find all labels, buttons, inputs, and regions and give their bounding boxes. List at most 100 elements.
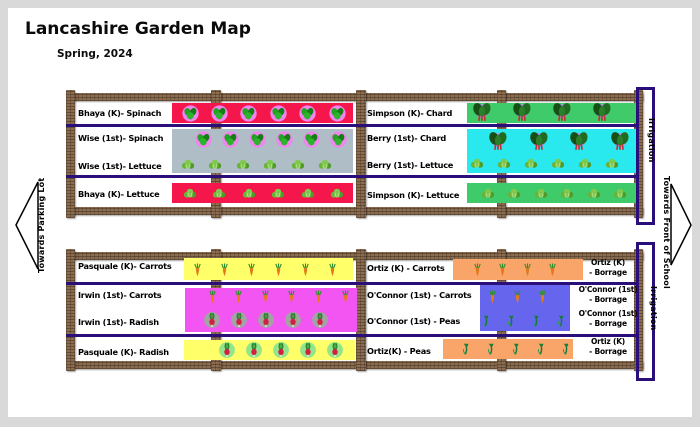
lettuce-icon xyxy=(318,157,332,171)
chard-icon xyxy=(471,101,493,123)
bed-label: Wise (1st)- Spinach xyxy=(78,133,164,143)
irrigation-label-top: Irrigation xyxy=(647,118,656,163)
chard-icon xyxy=(568,130,590,152)
radish-gray-icon xyxy=(230,311,248,329)
garden-post xyxy=(356,249,366,371)
pea-icon xyxy=(503,314,517,328)
bed-label: O'Connor (1st) - Peas xyxy=(367,316,461,326)
pea-icon xyxy=(558,342,572,356)
spinach-icon xyxy=(239,104,258,123)
lettuce-icon xyxy=(507,186,521,200)
irrigation-label-bottom: Irrigation xyxy=(649,286,658,331)
carrot-icon xyxy=(298,262,313,277)
map-subtitle: Spring, 2024 xyxy=(57,48,133,60)
bed-label: Irwin (1st)- Radish xyxy=(78,317,159,327)
spinach-icon xyxy=(302,130,321,149)
side-label-line: - Borrage xyxy=(589,347,627,356)
spinach-icon xyxy=(210,104,229,123)
lettuce-icon xyxy=(263,157,277,171)
garden-rail xyxy=(66,207,643,215)
towards-parking-lot-arrow-icon xyxy=(15,181,39,270)
radish-gray-icon xyxy=(257,311,275,329)
chard-icon xyxy=(609,130,631,152)
spinach-icon xyxy=(194,130,213,149)
radish-gray-icon xyxy=(203,311,221,329)
lettuce-icon xyxy=(534,186,548,200)
bed-label: Pasquale (K)- Radish xyxy=(78,347,169,357)
bed-label: Wise (1st)- Lettuce xyxy=(78,161,162,171)
bed-label: Simpson (K)- Lettuce xyxy=(367,190,460,200)
bed-label: Ortiz (K) - Carrots xyxy=(367,263,445,273)
radish-green-icon xyxy=(218,341,236,359)
side-label-line: - Borrage xyxy=(589,319,627,328)
garden-rail xyxy=(66,93,643,101)
garden-bed xyxy=(467,183,639,203)
bed-label: Ortiz(K) - Peas xyxy=(367,346,431,356)
carrot-icon xyxy=(545,262,560,277)
bed-label: Berry (1st)- Lettuce xyxy=(367,160,454,170)
radish-green-icon xyxy=(272,341,290,359)
lettuce-icon xyxy=(524,156,538,170)
carrot-icon xyxy=(485,289,500,304)
pea-icon xyxy=(528,314,542,328)
lettuce-icon xyxy=(271,186,285,200)
radish-green-icon xyxy=(326,341,344,359)
pea-icon xyxy=(553,314,567,328)
pea-icon xyxy=(478,314,492,328)
carrot-icon xyxy=(311,289,326,304)
map-title: Lancashire Garden Map xyxy=(25,19,251,39)
towards-front-of-school-label: Towards Front of School xyxy=(662,176,671,289)
lettuce-icon xyxy=(481,186,495,200)
lettuce-icon xyxy=(587,186,601,200)
carrot-icon xyxy=(190,262,205,277)
side-label-line: Ortiz (K) xyxy=(590,258,626,267)
garden-bed xyxy=(480,285,570,331)
lettuce-icon xyxy=(551,156,565,170)
bed-label: Pasquale (K)- Carrots xyxy=(78,261,172,271)
pea-icon xyxy=(508,342,522,356)
side-label: O'Connor (1st)- Borrage xyxy=(578,309,638,329)
chard-icon xyxy=(591,101,613,123)
carrot-icon xyxy=(231,289,246,304)
carrot-icon xyxy=(470,262,485,277)
garden-post xyxy=(66,249,75,371)
lettuce-icon xyxy=(183,186,197,200)
side-label: O'Connor (1st)- Borrage xyxy=(578,285,638,305)
carrot-icon xyxy=(244,262,259,277)
carrot-icon xyxy=(535,289,550,304)
irrigation-line xyxy=(66,282,639,285)
carrot-icon xyxy=(284,289,299,304)
garden-post xyxy=(66,90,75,218)
side-label-line: - Borrage xyxy=(589,268,627,277)
garden-rail xyxy=(66,361,643,369)
carrot-icon xyxy=(338,289,353,304)
lettuce-icon xyxy=(560,186,574,200)
garden-rail xyxy=(66,252,643,260)
side-label: Ortiz (K)- Borrage xyxy=(578,258,638,278)
lettuce-icon xyxy=(208,157,222,171)
spinach-icon xyxy=(298,104,317,123)
spinach-icon xyxy=(275,130,294,149)
spinach-icon xyxy=(269,104,288,123)
radish-gray-icon xyxy=(311,311,329,329)
lettuce-icon xyxy=(242,186,256,200)
bed-label: Bhaya (K)- Spinach xyxy=(78,108,162,118)
towards-front-of-school-arrow-icon xyxy=(670,183,692,266)
bed-label: O'Connor (1st) - Carrots xyxy=(367,290,472,300)
garden-post xyxy=(356,90,366,218)
spinach-icon xyxy=(248,130,267,149)
lettuce-icon xyxy=(470,156,484,170)
chard-icon xyxy=(528,130,550,152)
irrigation-line xyxy=(66,334,639,337)
lettuce-icon xyxy=(301,186,315,200)
garden-bed xyxy=(172,183,353,203)
garden-bed xyxy=(453,259,583,280)
carrot-icon xyxy=(520,262,535,277)
pea-icon xyxy=(458,342,472,356)
lettuce-icon xyxy=(330,186,344,200)
bed-label: Simpson (K)- Chard xyxy=(367,108,453,118)
spinach-icon xyxy=(181,104,200,123)
lettuce-icon xyxy=(497,156,511,170)
bed-label: Irwin (1st)- Carrots xyxy=(78,290,162,300)
